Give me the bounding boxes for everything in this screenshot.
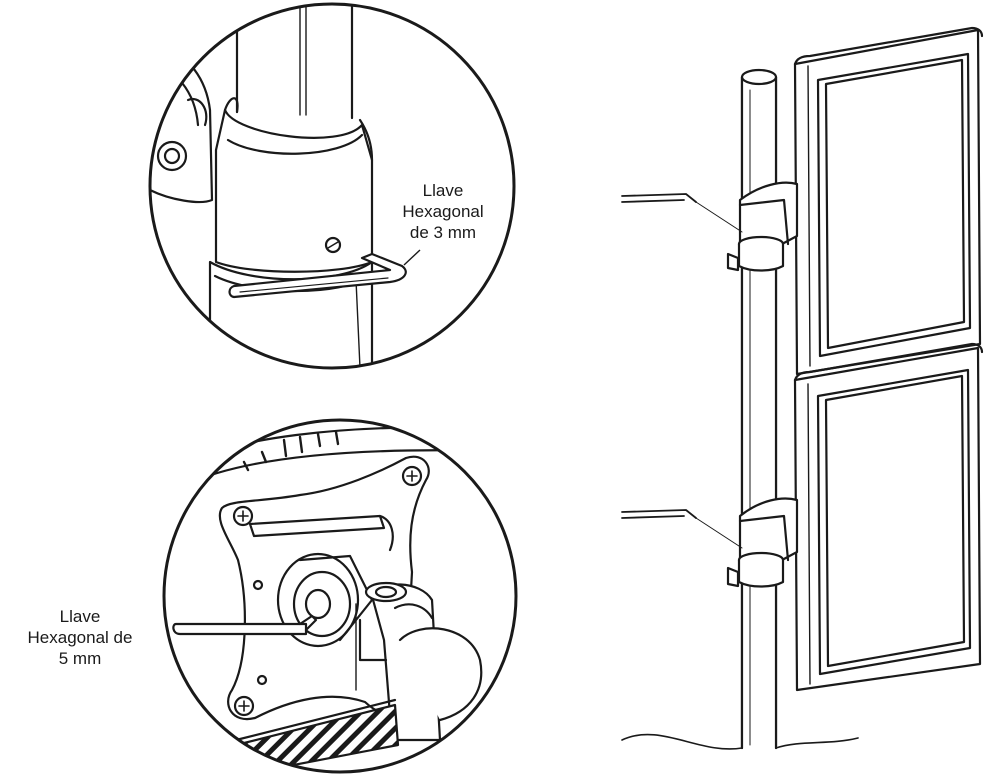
monitor-upper bbox=[793, 26, 984, 376]
monitor-lower bbox=[793, 342, 984, 692]
callout-line: Hexagonal de bbox=[27, 628, 133, 647]
floor bbox=[621, 733, 859, 750]
hex-key-5mm bbox=[172, 622, 308, 636]
detail-circle-bottom bbox=[162, 418, 518, 774]
hex-key-3mm bbox=[228, 252, 407, 299]
leader-line-top bbox=[403, 249, 421, 266]
hex-key-icon bbox=[621, 509, 697, 519]
bolt-icon bbox=[156, 140, 188, 172]
callout-line: de 3 mm bbox=[409, 223, 477, 242]
callout-line: 5 mm bbox=[58, 649, 102, 668]
callout-hex-key-3mm: Llave Hexagonal de 3 mm bbox=[393, 180, 493, 243]
callout-line: Llave bbox=[59, 607, 101, 626]
callout-line: Hexagonal bbox=[402, 202, 484, 221]
dual-monitor-stand bbox=[621, 26, 984, 750]
callout-line: Llave bbox=[422, 181, 464, 200]
callout-hex-key-5mm: Llave Hexagonal de 5 mm bbox=[6, 606, 154, 669]
hex-key-icon bbox=[621, 193, 697, 203]
clamp-upper bbox=[621, 181, 799, 272]
detail-circle-top bbox=[148, 2, 516, 370]
clamp-lower bbox=[621, 497, 799, 588]
